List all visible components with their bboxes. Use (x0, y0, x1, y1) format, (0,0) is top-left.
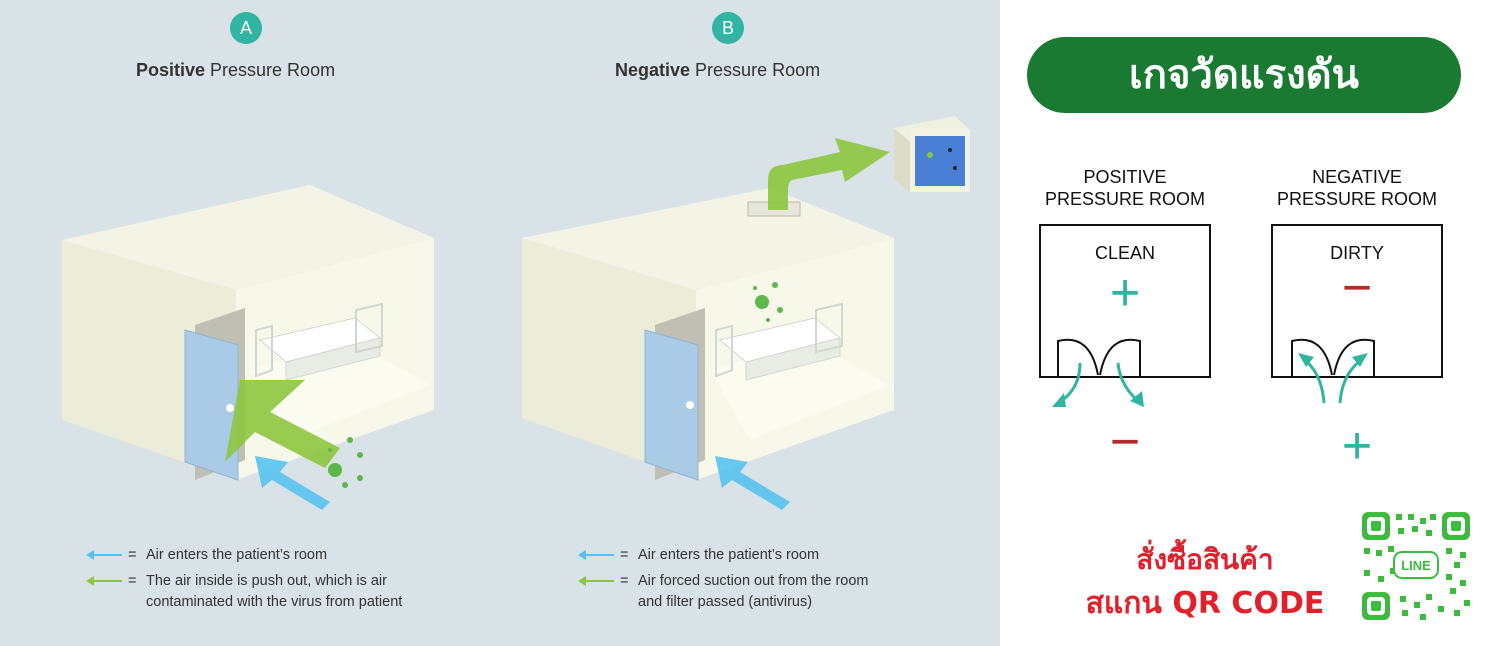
air-out-arrow-icon (86, 576, 122, 586)
positive-airflow-arrows (1052, 362, 1144, 407)
positive-state-label: CLEAN (1095, 243, 1155, 263)
negative-inside-sign: − (1342, 259, 1372, 317)
air-out-arrow-icon (578, 576, 614, 586)
badge-b: B (712, 12, 744, 44)
positive-pressure-label: POSITIVE PRESSURE ROOM (1044, 167, 1206, 209)
room-a-virus-particles (328, 437, 363, 488)
positive-room-title-rest: Pressure Room (205, 60, 336, 80)
room-b-in-arrow (715, 456, 790, 510)
room-a-in-arrow (255, 456, 330, 510)
negative-room-title-bold: Negative (615, 60, 691, 80)
legend-b-air-out: = Air forced suction out from the room a… (578, 571, 978, 615)
room-b-door (644, 329, 699, 481)
room-b-top (522, 188, 894, 290)
negative-room-illustration (522, 116, 970, 510)
negative-room-box (1271, 224, 1443, 378)
line-logo-text: LINE (1401, 558, 1431, 573)
negative-doors (1291, 338, 1375, 377)
legend-equals: = (620, 573, 629, 589)
positive-room-title-bold: Positive (136, 60, 206, 80)
positive-room-illustration (62, 185, 434, 510)
room-b-door-knob (686, 401, 694, 409)
legend-text: The air inside is push out, which is air… (146, 573, 403, 610)
negative-room-title-rest: Pressure Room (690, 60, 821, 80)
legend-b-air-in: = Air enters the patient’s room (578, 545, 978, 567)
line-logo-bg (1393, 551, 1439, 579)
room-b-virus-particles (753, 282, 783, 322)
room-a-bed (255, 302, 383, 381)
positive-inside-sign: + (1110, 264, 1140, 322)
title-pill (1027, 37, 1461, 113)
thai-title: เกจวัดแรงดัน (1129, 52, 1359, 98)
negative-airflow-arrows (1298, 353, 1368, 404)
room-b-filter-unit (894, 116, 970, 192)
legend-text: Air enters the patient’s room (638, 547, 820, 563)
positive-outside-sign: − (1110, 413, 1140, 471)
legend-a-air-in: = Air enters the patient’s room (86, 545, 486, 567)
legend-equals: = (128, 547, 137, 563)
legend-equals: = (128, 573, 137, 589)
air-in-arrow-icon (86, 550, 122, 560)
negative-pressure-label: NEGATIVE PRESSURE ROOM (1276, 167, 1438, 209)
line-qr-code[interactable]: LINE (1360, 510, 1472, 622)
pressure-diagram: CLEAN + − DIRTY − + (1039, 224, 1443, 475)
illustration-panel: A Positive Pressure Room B Negative Pres… (0, 0, 1000, 646)
badge-a: A (230, 12, 262, 44)
negative-state-label: DIRTY (1330, 243, 1384, 263)
positive-doors (1057, 338, 1141, 377)
negative-outside-sign: + (1342, 417, 1372, 475)
room-a-out-arrow (225, 380, 340, 468)
negative-room-title: Negative Pressure Room (615, 60, 820, 81)
legend-a-air-out: = The air inside is push out, which is a… (86, 571, 486, 615)
room-a-door-knob (226, 404, 234, 412)
legend-equals: = (620, 547, 629, 563)
order-line-1: สั่งซื้อสินค้า (1136, 543, 1274, 576)
room-a-door (184, 329, 239, 481)
room-b-bed (715, 302, 843, 381)
air-in-arrow-icon (578, 550, 614, 560)
positive-room-title: Positive Pressure Room (136, 60, 335, 81)
positive-room-box (1039, 224, 1211, 378)
room-a-top (62, 185, 434, 290)
order-line-2: สแกน QR CODE (1085, 586, 1325, 621)
legend-text: Air enters the patient’s room (146, 547, 328, 563)
room-b-suction-arrow (768, 138, 890, 210)
legend-text: Air forced suction out from the room and… (638, 573, 869, 610)
